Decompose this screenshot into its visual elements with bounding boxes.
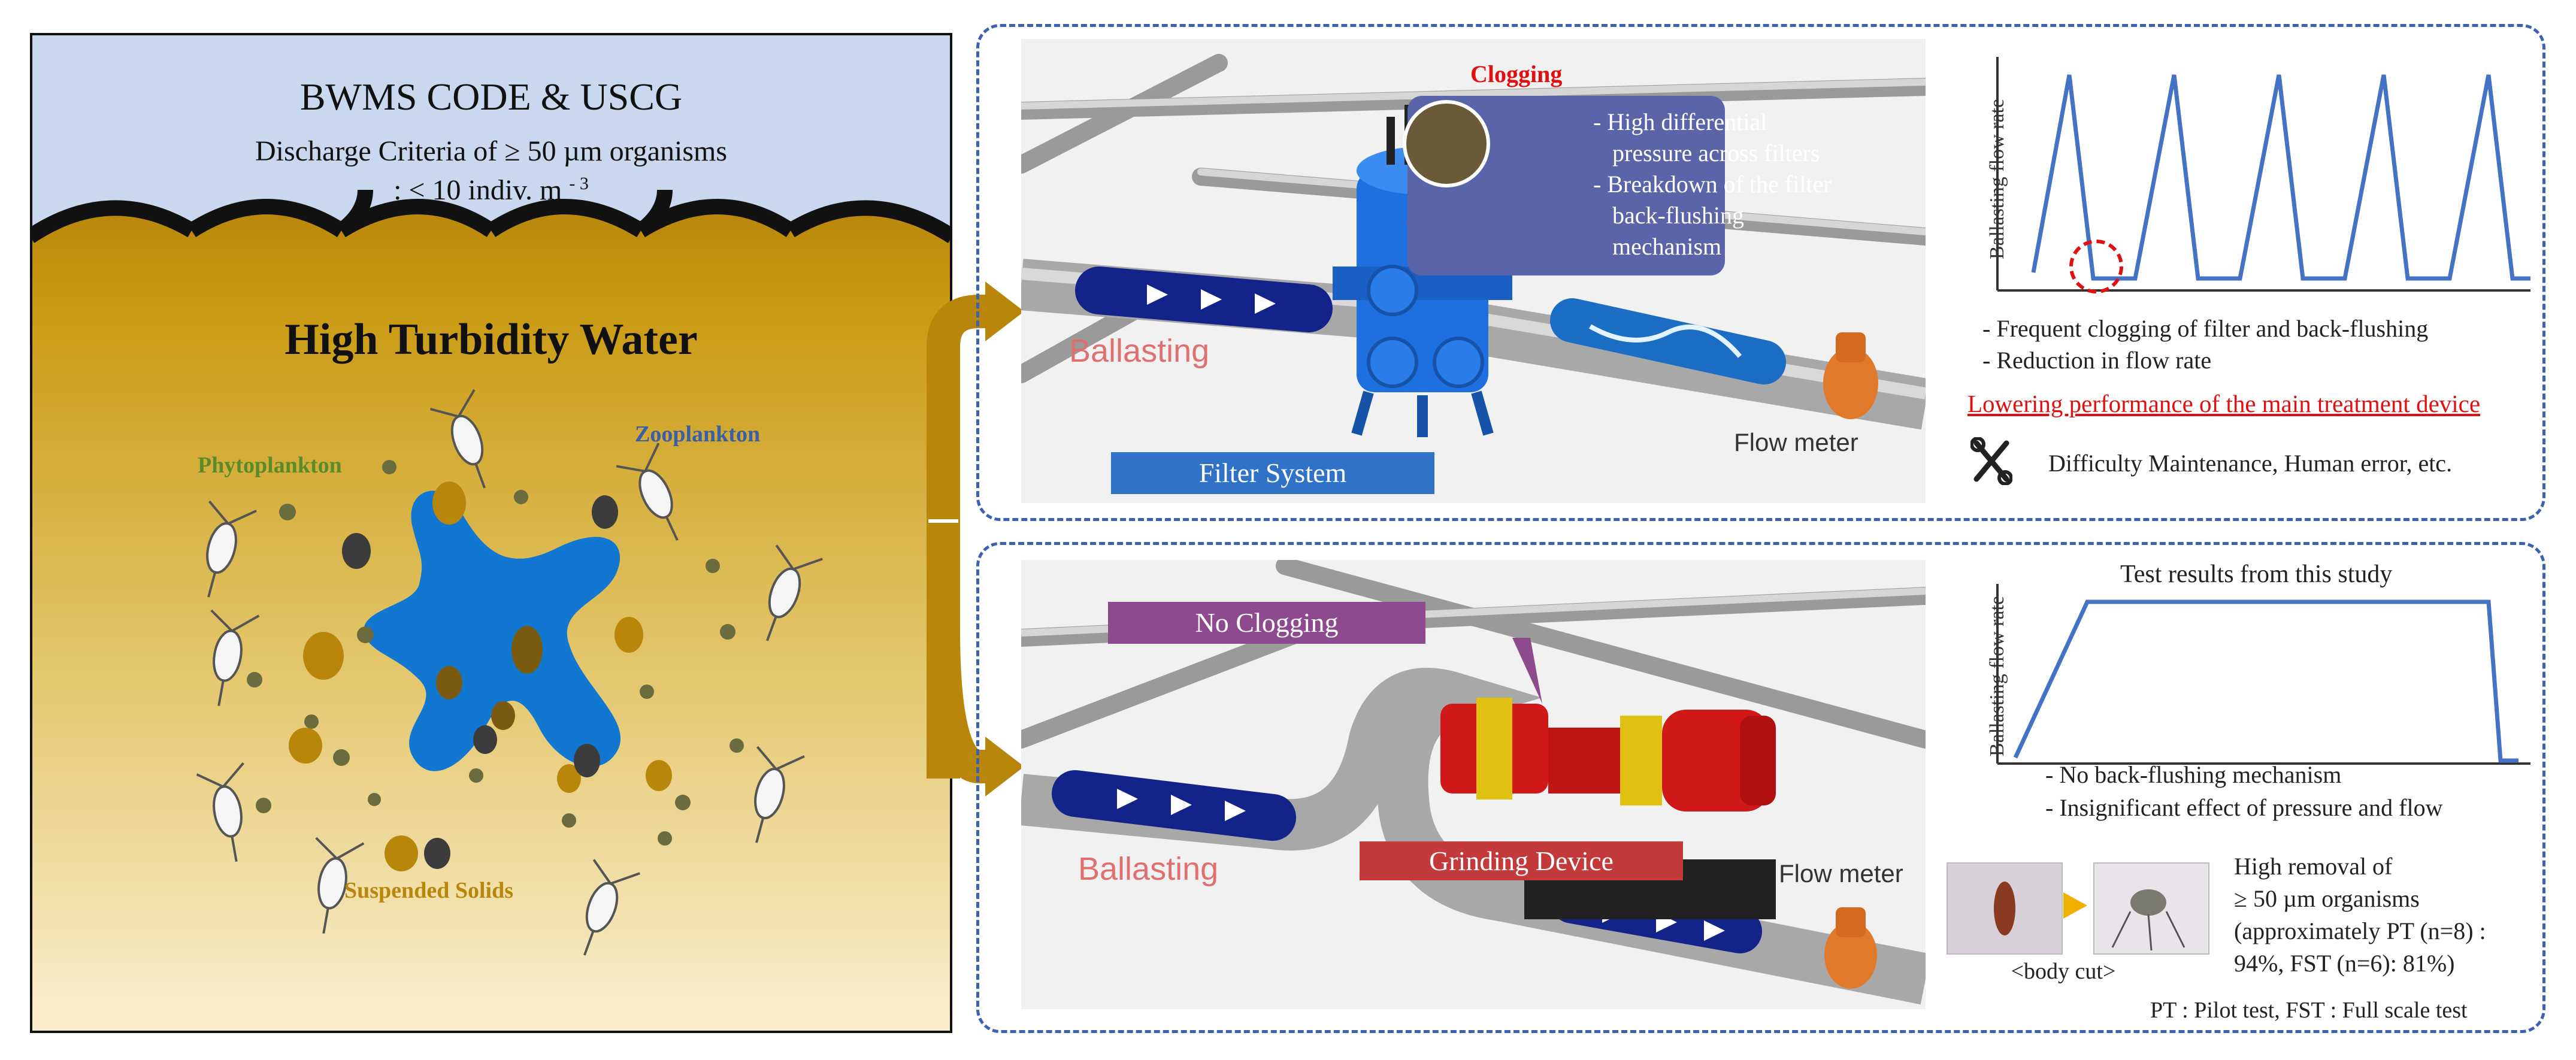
arrow-head-bottom	[985, 737, 1024, 796]
organism-photo-before	[1947, 862, 2063, 955]
branch-arrow-lower	[927, 628, 988, 783]
top-flow-chart	[1996, 57, 2530, 293]
filter-system-label: Filter System	[1198, 458, 1347, 488]
bottom-ballasting-label: Ballasting	[1078, 851, 1219, 887]
particles	[247, 460, 744, 846]
top-panel	[976, 24, 2545, 521]
zooplankton	[196, 389, 823, 956]
outflow-pipe	[1550, 298, 1786, 384]
bottom-panel	[976, 542, 2545, 1033]
test-footnote: PT : Pilot test, FST : Full scale test	[2150, 998, 2468, 1023]
bottom-bullet-1: - No back-flushing mechanism	[2045, 761, 2342, 788]
grinding-device-illustration	[1021, 560, 1926, 1009]
criteria-value: : < 10 indiv. m	[393, 174, 562, 206]
top-ballasting-label: Ballasting	[1069, 333, 1210, 369]
callout-line-1: - High differential	[1593, 108, 1767, 135]
suspended-solids-blob	[364, 490, 621, 771]
wave-crests	[336, 189, 673, 237]
branch-arrow-body	[927, 295, 988, 779]
filter-system-illustration	[1021, 39, 1926, 503]
body-cut-caption: <body cut>	[2011, 959, 2116, 984]
clogging-callout-text: - High differential pressure across filt…	[1593, 107, 1905, 262]
branch-arrow	[927, 281, 1024, 796]
top-bullet-1: - Frequent clogging of filter and back-f…	[1982, 315, 2429, 342]
flow-meter-device	[1823, 332, 1878, 419]
top-bullet-2: - Reduction in flow rate	[1982, 347, 2212, 374]
top-chart-series	[2031, 74, 2530, 281]
callout-line-5: mechanism	[1612, 233, 1722, 260]
callout-line-2: pressure across filters	[1612, 140, 1820, 166]
bottom-chart-title: Test results from this study	[2120, 561, 2393, 588]
no-clogging-label: No Clogging	[1195, 607, 1339, 638]
clogging-label: Clogging	[1470, 60, 1563, 87]
arrow-head-top	[985, 281, 1024, 341]
no-clogging-box	[1108, 602, 1425, 644]
removal-line-4: 94%, FST (n=6): 81%)	[2234, 950, 2455, 977]
wave-line	[30, 199, 952, 243]
clogged-filter-photo	[1403, 100, 1490, 187]
organism-photo-after	[2093, 862, 2209, 955]
removal-result-text: High removal of ≥ 50 µm organisms (appro…	[2234, 850, 2486, 980]
zooplankton-label: Zooplankton	[635, 422, 761, 447]
clog-point-marker	[2069, 240, 2123, 293]
bottom-chart-ylabel: Ballasting flow rate	[1986, 595, 2008, 757]
bottom-bullet-2: - Insignificant effect of pressure and f…	[2045, 794, 2443, 821]
criteria-line-2: : < 10 indiv. m - 3	[30, 174, 952, 207]
criteria-exponent: - 3	[569, 174, 589, 193]
blob-inclusions	[436, 626, 543, 730]
suspended-solids-label: Suspended Solids	[344, 878, 513, 903]
arrow-right-icon	[2063, 892, 2087, 919]
dark-particles	[342, 495, 618, 869]
flow-meter-device-bottom	[1824, 907, 1877, 989]
grinding-machine	[1440, 698, 1776, 919]
red-performance-note: Lowering performance of the main treatme…	[1967, 390, 2481, 417]
left-panel: BWMS CODE & USCG Discharge Criteria of ≥…	[30, 33, 952, 1033]
removal-line-2: ≥ 50 µm organisms	[2234, 885, 2420, 912]
grinding-device-box	[1360, 841, 1683, 880]
bottom-chart-series	[2013, 599, 2519, 763]
removal-line-1: High removal of	[2234, 853, 2393, 880]
wrench-screwdriver-icon	[1970, 437, 2013, 486]
removal-line-3: (approximately PT (n=8) :	[2234, 917, 2486, 944]
bottom-flow-chart	[1996, 584, 2530, 765]
top-flow-meter-label: Flow meter	[1734, 428, 1858, 456]
bottom-flow-meter-label: Flow meter	[1779, 859, 1903, 888]
criteria-line-1: Discharge Criteria of ≥ 50 µm organisms	[255, 135, 728, 167]
maintenance-note: Difficulty Maintenance, Human error, etc…	[2048, 450, 2453, 477]
left-panel-illustration	[30, 33, 952, 1033]
phytoplankton-label: Phytoplankton	[198, 453, 342, 478]
filter-system-label-box	[1111, 452, 1434, 494]
turbidity-heading: High Turbidity Water	[284, 315, 698, 364]
top-chart-ylabel: Ballasting flow rate	[1986, 98, 2008, 260]
sediment	[289, 481, 672, 871]
regulation-title: BWMS CODE & USCG	[299, 75, 683, 118]
callout-line-4: back-flushing	[1612, 202, 1744, 229]
grinding-device-label: Grinding Device	[1429, 846, 1614, 876]
callout-line-3: - Breakdown of the filter	[1593, 171, 1832, 198]
